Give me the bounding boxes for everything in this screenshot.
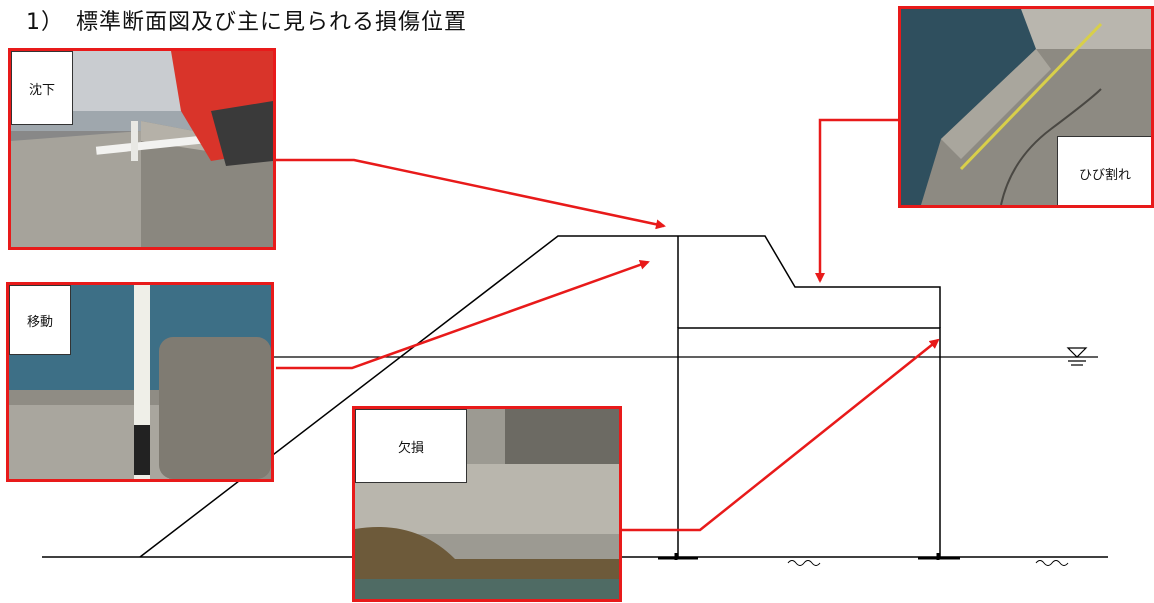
footing-left <box>658 553 698 560</box>
photo-chipping-image <box>355 409 619 599</box>
photo-crack: ひび割れ <box>898 6 1154 208</box>
photo-movement-image <box>9 285 271 479</box>
seabed-hatch-icon <box>787 560 1069 566</box>
photo-chipping: 欠損 <box>352 406 622 602</box>
photo-settlement-label: 沈下 <box>11 51 73 125</box>
photo-settlement: 沈下 <box>8 48 276 250</box>
callout-arrow-movement <box>276 259 650 370</box>
callout-arrow-crack <box>815 118 900 283</box>
photo-chipping-label: 欠損 <box>355 409 467 483</box>
callout-arrow-settlement <box>276 158 666 230</box>
breakwater-profile <box>139 235 941 558</box>
photo-movement-label: 移動 <box>9 285 71 355</box>
caisson-body <box>677 327 941 557</box>
callout-arrow-chipping <box>622 338 940 532</box>
photo-crack-label: ひび割れ <box>1057 136 1151 205</box>
photo-movement: 移動 <box>6 282 274 482</box>
page-title: 1） 標準断面図及び主に見られる損傷位置 <box>26 10 467 35</box>
footing-right <box>918 553 960 560</box>
water-level-icon <box>1066 347 1088 366</box>
